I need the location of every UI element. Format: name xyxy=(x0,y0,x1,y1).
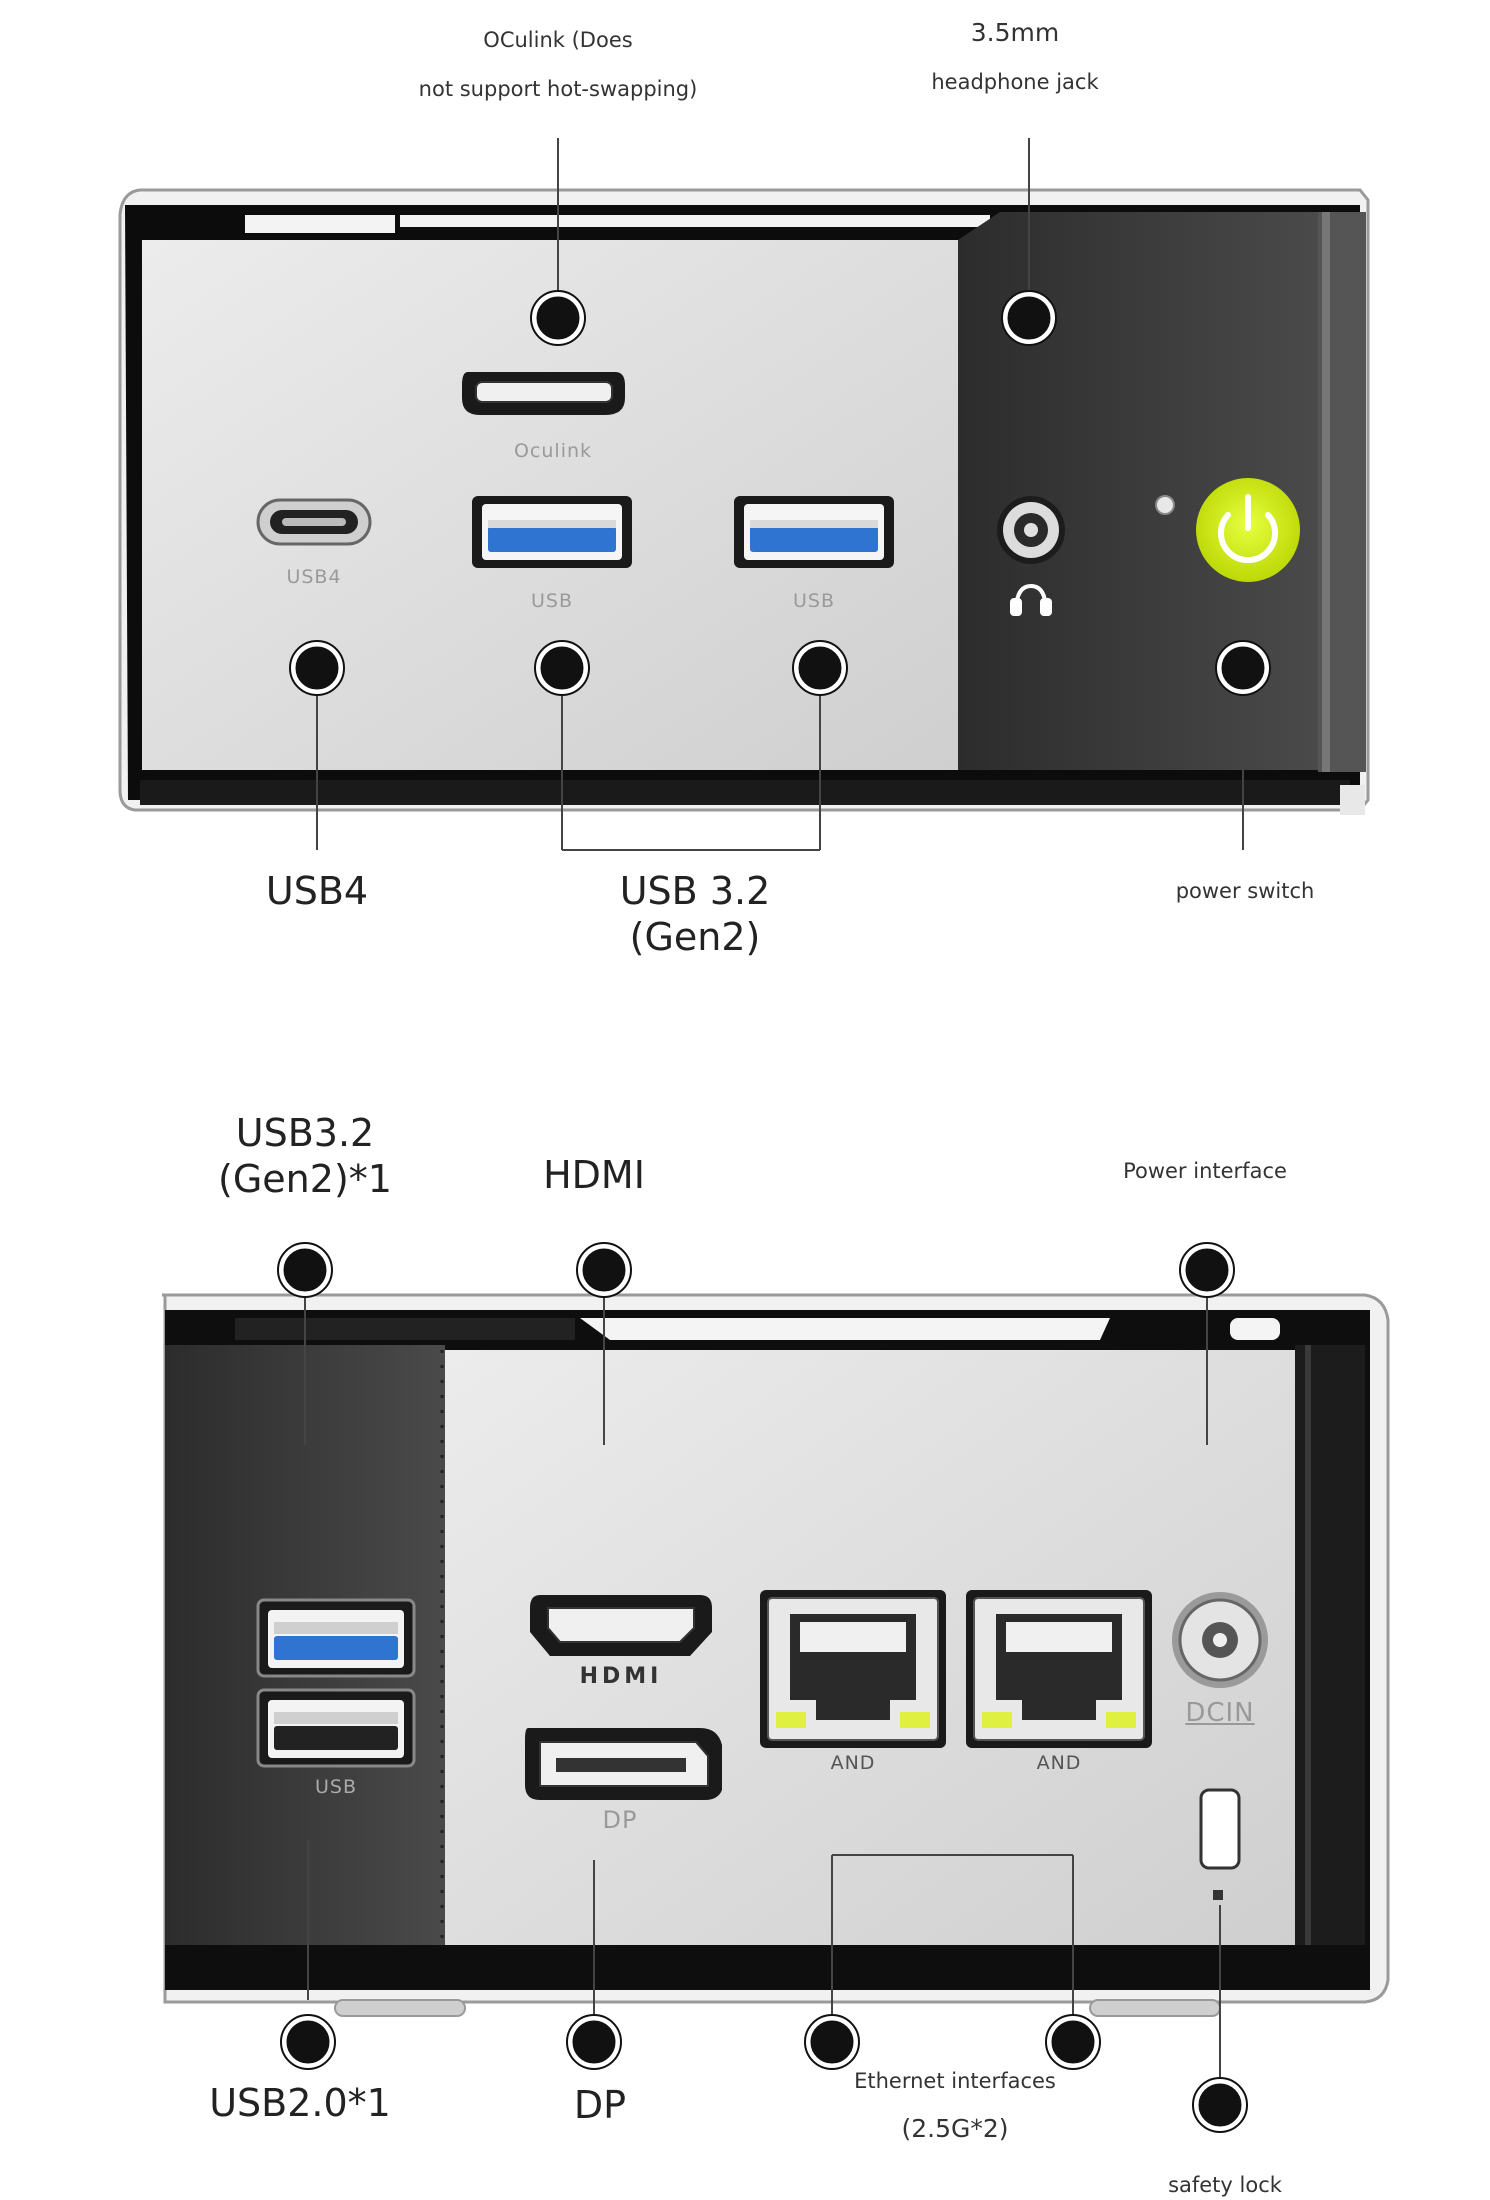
usb-a1-port-label: USB xyxy=(530,590,573,612)
usb32-callout-line2: (Gen2) xyxy=(629,915,761,959)
power-icon xyxy=(1218,494,1278,564)
lan-port-1 xyxy=(760,1590,946,1748)
status-led xyxy=(1155,495,1175,515)
top-markers xyxy=(289,290,1271,696)
headphone-icon xyxy=(1010,583,1052,616)
top-leader-lines xyxy=(316,138,1244,851)
power-interface-callout: Power interface xyxy=(1123,1159,1287,1183)
usb20-callout: USB2.0*1 xyxy=(209,2081,391,2125)
power-switch-callout: power switch xyxy=(1175,879,1315,903)
hdmi-port xyxy=(530,1595,712,1656)
dp-port-label: DP xyxy=(602,1806,638,1834)
dcin-port xyxy=(1172,1592,1268,1688)
headphone-jack xyxy=(997,496,1065,564)
ethernet-callout-line1: Ethernet interfaces xyxy=(854,2069,1056,2093)
oculink-callout-line1: OCulink (Does xyxy=(483,28,633,52)
usb32-callout-line1: USB 3.2 xyxy=(619,869,771,913)
lan2-port-label: AND xyxy=(1036,1752,1082,1774)
usb4-port xyxy=(256,498,372,546)
usb-bottom-port-label: USB xyxy=(314,1776,357,1798)
dp-port xyxy=(525,1728,722,1800)
usb4-port-label: USB4 xyxy=(286,566,342,588)
top-dark-panel xyxy=(958,212,1320,770)
safety-lock-callout: safety lock xyxy=(1168,2173,1282,2197)
usb-a-port-2 xyxy=(734,496,894,568)
dp-callout: DP xyxy=(573,2083,627,2127)
usb20-port xyxy=(256,1688,416,1768)
bottom-leader-lines xyxy=(304,1285,1221,2085)
dcin-port-label: DCIN xyxy=(1185,1698,1255,1728)
jack-callout-line1: 3.5mm xyxy=(970,18,1060,47)
safety-lock-slot xyxy=(1199,1788,1241,1900)
hdmi-callout: HDMI xyxy=(543,1153,645,1197)
jack-callout-line2: headphone jack xyxy=(931,70,1099,94)
usb32-bottom-callout-line1: USB3.2 xyxy=(235,1111,375,1155)
usb32-port xyxy=(256,1598,416,1678)
oculink-port xyxy=(462,372,625,415)
usb32-bottom-callout-line2: (Gen2)*1 xyxy=(218,1157,392,1201)
ethernet-callout-line2: (2.5G*2) xyxy=(901,2114,1009,2143)
power-button xyxy=(1196,478,1300,582)
usb-a2-port-label: USB xyxy=(792,590,835,612)
oculink-callout-line2: not support hot-swapping) xyxy=(418,77,698,101)
usb-a-port-1 xyxy=(472,496,632,568)
bottom-markers xyxy=(277,1242,1248,2133)
lan1-port-label: AND xyxy=(830,1752,876,1774)
hdmi-logo-label: HDMI xyxy=(579,1664,663,1689)
lan-port-2 xyxy=(966,1590,1152,1748)
usb4-callout: USB4 xyxy=(265,869,369,913)
oculink-port-label: Oculink xyxy=(513,440,593,462)
